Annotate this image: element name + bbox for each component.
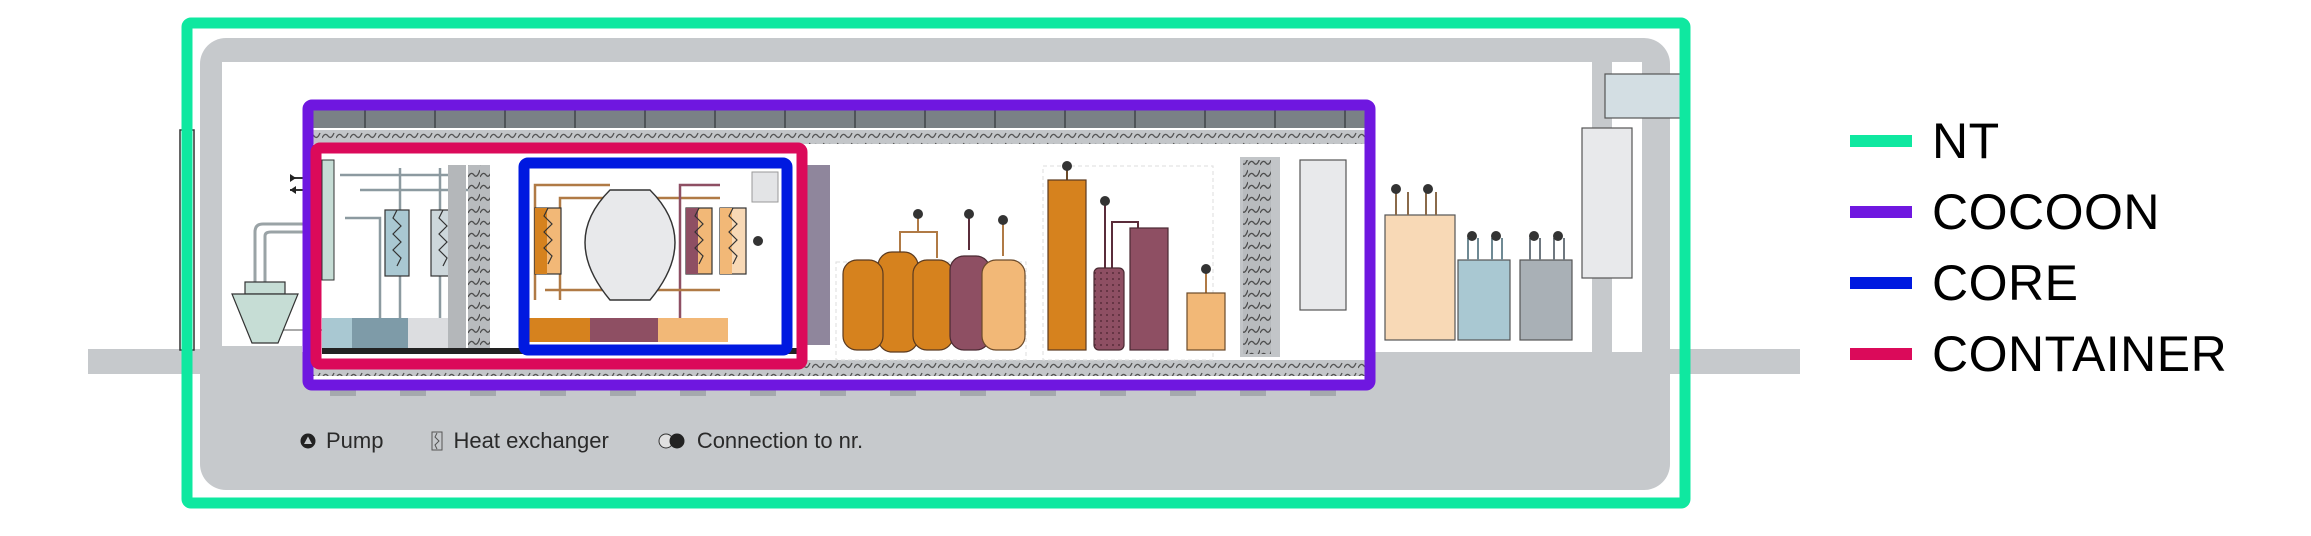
legend-label: NT xyxy=(1932,112,2000,169)
legend-swatch-container xyxy=(1850,347,1912,360)
key-item-pump: Pump xyxy=(300,428,383,454)
legend-item-nt: NT xyxy=(1850,105,2227,176)
roof-panels xyxy=(308,108,1368,128)
external-units xyxy=(1384,73,1688,341)
pump-icon xyxy=(300,433,316,449)
frame-nt xyxy=(181,17,1691,509)
reactor-vessel xyxy=(584,189,676,301)
facility-diagram xyxy=(88,17,1800,509)
key-label-heat-exchanger: Heat exchanger xyxy=(453,428,609,453)
key-item-heat-exchanger: Heat exchanger xyxy=(431,428,609,454)
cone-separator xyxy=(231,174,350,344)
core-insulation xyxy=(468,165,490,348)
legend-swatch-cocoon xyxy=(1850,205,1912,218)
core-equipment xyxy=(528,165,830,345)
storage-tanks xyxy=(835,157,1347,361)
container-equipment xyxy=(321,159,802,354)
key-label-pump: Pump xyxy=(326,428,384,453)
legend-label: CONTAINER xyxy=(1932,325,2228,382)
legend-label: CORE xyxy=(1932,254,2079,311)
heat-exchanger-icon xyxy=(431,431,443,451)
connection-icon xyxy=(753,236,763,246)
frame-cocoon xyxy=(302,99,1376,391)
connection-icon xyxy=(657,432,687,450)
legend-item-container: CONTAINER xyxy=(1850,318,2227,389)
legend-item-cocoon: COCOON xyxy=(1850,176,2227,247)
heat-exchanger xyxy=(384,209,410,277)
key-item-connection: Connection to nr. xyxy=(657,428,863,454)
symbol-key: Pump Heat exchanger Connection to nr. xyxy=(300,426,911,456)
top-insulation xyxy=(308,130,1368,144)
legend-item-core: CORE xyxy=(1850,247,2227,318)
legend: NT COCOON CORE CONTAINER xyxy=(1850,105,2227,389)
key-label-connection: Connection to nr. xyxy=(696,428,864,453)
frame-core xyxy=(518,157,793,356)
legend-label: COCOON xyxy=(1932,183,2160,240)
legend-swatch-core xyxy=(1850,276,1912,289)
frame-container xyxy=(310,142,808,370)
legend-swatch-nt xyxy=(1850,134,1912,147)
